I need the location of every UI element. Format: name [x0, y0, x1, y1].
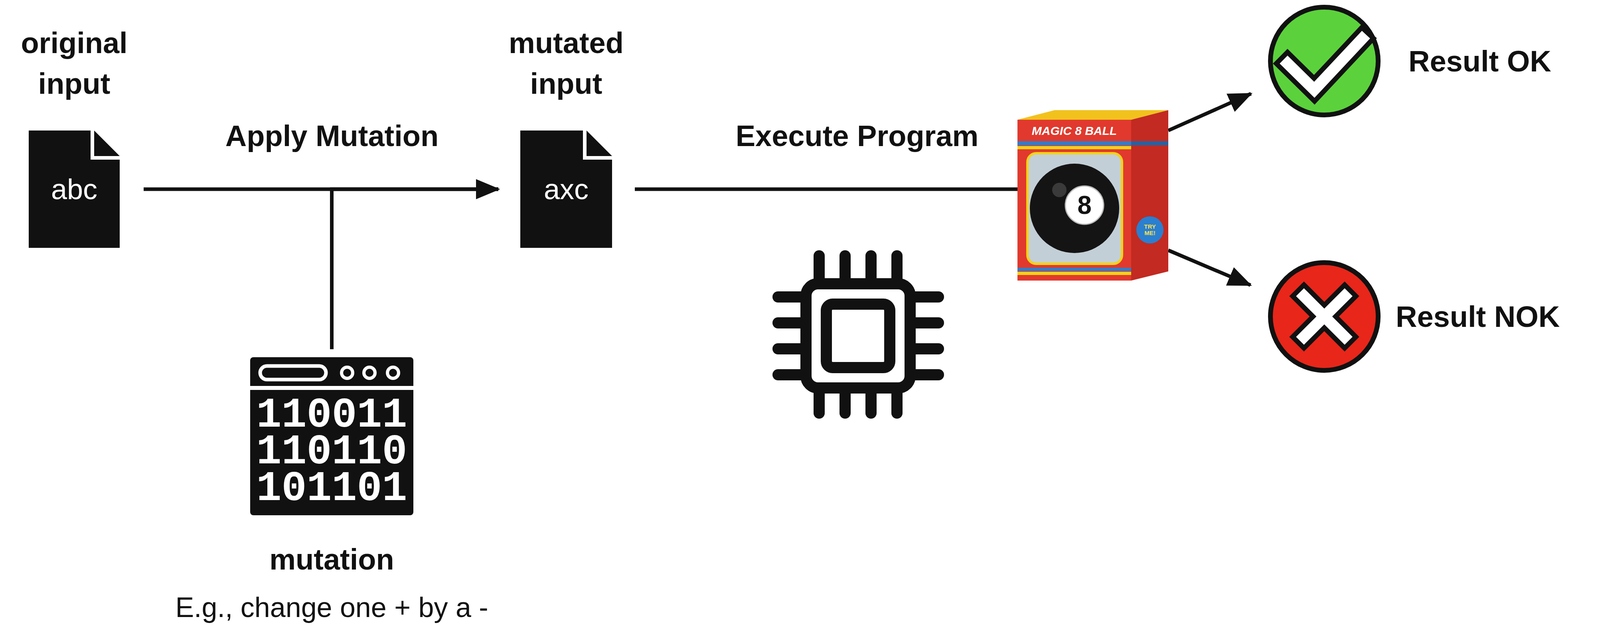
- box-stripe: [1017, 267, 1132, 271]
- cpu-pin: [778, 369, 806, 381]
- cpu-pin: [813, 255, 825, 284]
- connector: [1168, 250, 1251, 285]
- box-window: [1027, 153, 1122, 264]
- box-stripe: [1017, 271, 1132, 275]
- box-front: [1017, 119, 1132, 281]
- cpu-pin: [910, 343, 939, 355]
- window-button: [363, 367, 376, 379]
- cpu-pin: [839, 255, 851, 284]
- file-heading: original input: [0, 22, 155, 105]
- connector: [1168, 93, 1251, 131]
- window-button: [341, 367, 353, 379]
- cpu-pin: [813, 387, 825, 413]
- connector: [331, 189, 499, 350]
- box-sticker: TRY ME!: [1139, 223, 1160, 237]
- window-body: [250, 357, 414, 516]
- cpu-pin: [778, 343, 806, 355]
- box-sticker-circle: [1136, 216, 1164, 244]
- cpu-pin: [778, 317, 806, 329]
- edge-label: Execute Program: [730, 118, 984, 154]
- input-file: mutated inputaxc: [520, 130, 613, 248]
- cpu-icon: [778, 255, 939, 413]
- file-heading: mutated input: [486, 22, 646, 105]
- box-stripe: [1131, 141, 1169, 146]
- result-label: Result OK: [1408, 43, 1552, 80]
- file-content: abc: [28, 130, 120, 248]
- file-body: [28, 130, 120, 248]
- result-ok-circle: Result OK: [1268, 4, 1381, 118]
- cpu-pin: [891, 387, 903, 413]
- cpu-pin: [839, 387, 851, 413]
- result-nok-circle: Result NOK: [1268, 260, 1381, 373]
- magic-8-ball: MAGIC 8 BALL 8TRY ME!: [1017, 110, 1169, 281]
- circle-fill: [1270, 7, 1379, 115]
- file-fold: [586, 130, 613, 157]
- cross-mark: [1303, 296, 1345, 337]
- cpu-pin: [778, 291, 806, 303]
- cross-mark: [1303, 296, 1345, 337]
- cpu-pin: [891, 255, 903, 284]
- cross-outline: [1303, 296, 1345, 337]
- box-side: [1131, 110, 1169, 281]
- cpu-body: [805, 283, 911, 388]
- file-content: axc: [520, 130, 613, 248]
- mutation-icon: 110011 110110 101101mutationE.g., change…: [250, 357, 414, 516]
- cpu-core: [826, 304, 890, 368]
- window-button: [387, 367, 399, 379]
- mutation-note: E.g., change one + by a -: [175, 590, 488, 625]
- window-divider: [250, 385, 414, 390]
- cpu-pin: [865, 387, 877, 413]
- cross-outline: [1303, 296, 1345, 337]
- file-body: [520, 130, 613, 248]
- ball-highlight: [1052, 182, 1067, 198]
- check-outline: [1287, 38, 1363, 90]
- connector: [634, 187, 1018, 192]
- check-mark: [1287, 38, 1363, 90]
- circle-fill: [1270, 262, 1379, 371]
- box-brand: MAGIC 8 BALL: [1017, 122, 1132, 140]
- binary-digits: 110011 110110 101101: [252, 389, 412, 516]
- file-fold: [94, 130, 120, 157]
- mutation-title: mutation: [269, 541, 394, 577]
- check-shape: [1268, 4, 1381, 118]
- input-file: original inputabc: [28, 130, 120, 248]
- ball-number: 8: [1065, 185, 1104, 225]
- edge-label: Apply Mutation: [220, 118, 444, 154]
- box-stripe: [1017, 146, 1132, 150]
- ball-window: [1065, 185, 1104, 225]
- cpu-pin: [910, 369, 939, 381]
- cpu-pin: [910, 317, 939, 329]
- cross-shape: [1268, 260, 1381, 373]
- cpu-pin: [865, 255, 877, 284]
- box-stripe: [1017, 141, 1132, 146]
- window-address-bar: [260, 365, 326, 380]
- cpu-pin: [910, 291, 939, 303]
- magic-ball: [1029, 163, 1120, 253]
- result-label: Result NOK: [1395, 298, 1560, 335]
